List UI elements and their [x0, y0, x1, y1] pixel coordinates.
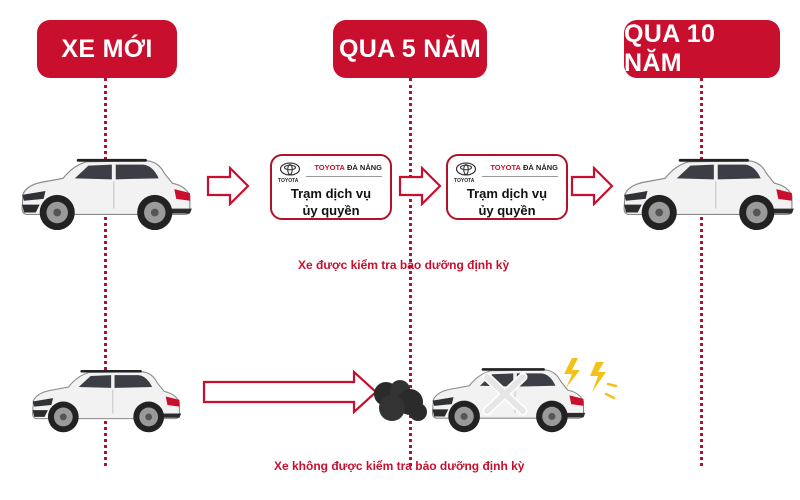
service-station-card-10-years: TOYOTA TOYOTA ĐÀ NẴNG Trạm dịch vụ ủy qu… [446, 154, 568, 220]
arrow-right-icon [206, 166, 250, 206]
toyota-logo-icon [280, 161, 300, 177]
timeline-line-new [104, 78, 107, 466]
brand-primary: TOYOTA [314, 163, 345, 172]
service-title-line1: Trạm dịch vụ [290, 186, 372, 201]
service-title-line2: ủy quyền [478, 203, 536, 218]
divider [306, 176, 382, 177]
service-title-line1: Trạm dịch vụ [466, 186, 548, 201]
service-station-card-5-years: TOYOTA TOYOTA ĐÀ NẴNG Trạm dịch vụ ủy qu… [270, 154, 392, 220]
brand-secondary: ĐÀ NẴNG [347, 163, 382, 172]
logo-caption: TOYOTA [454, 178, 475, 184]
brand-primary: TOYOTA [490, 163, 521, 172]
service-title-line2: ủy quyền [302, 203, 360, 218]
arrow-right-icon [570, 166, 614, 206]
stage-tag-label: QUA 10 NĂM [624, 20, 716, 77]
logo-caption: TOYOTA [278, 178, 299, 184]
brand-secondary: ĐÀ NẴNG [523, 163, 558, 172]
stage-tag-10-years: QUA 10 NĂM [624, 20, 780, 78]
stage-tag-5-years: QUA 5 NĂM [333, 20, 487, 78]
caption-maintained: Xe được kiểm tra bảo dưỡng định kỳ [298, 258, 510, 272]
long-arrow-right-icon [202, 370, 378, 414]
dealer-brand: TOYOTA ĐÀ NẴNG [314, 163, 382, 172]
close-icon [482, 372, 528, 416]
stage-tag-label: XE MỚI [61, 34, 153, 63]
divider [482, 176, 558, 177]
timeline-line-10-years [700, 78, 703, 466]
arrow-right-icon [398, 166, 442, 206]
lightning-icon [564, 358, 618, 400]
new-car-image [31, 369, 182, 433]
ten-year-maintained-car-image [623, 158, 795, 231]
toyota-logo-icon [456, 161, 476, 177]
caption-not-maintained: Xe không được kiểm tra bảo dưỡng định kỳ [274, 459, 525, 473]
timeline-line-5-years [409, 78, 412, 466]
stage-tag-new: XE MỚI [37, 20, 177, 78]
new-car-image [21, 158, 193, 231]
stage-tag-label: QUA 5 NĂM [338, 34, 482, 63]
dealer-brand: TOYOTA ĐÀ NẴNG [490, 163, 558, 172]
smoke-icon [374, 380, 427, 421]
